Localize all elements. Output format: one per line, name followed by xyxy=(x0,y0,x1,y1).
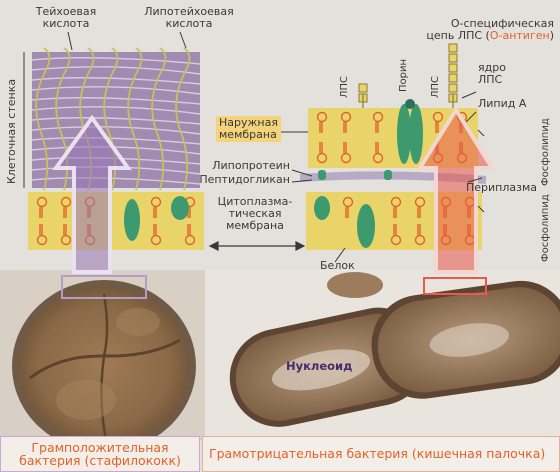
lipid-a-label: Липид А xyxy=(478,98,526,110)
cytoplasmic-membrane-label: Цитоплазма- тическая мембрана xyxy=(208,196,302,232)
staphylococcus-micrograph xyxy=(12,280,196,452)
phospholipid-bottom-label: Фосфолипид xyxy=(540,194,552,262)
teichoic-acid-label: Тейхоевая кислота xyxy=(30,6,102,30)
periplasm-label: Периплазма xyxy=(466,182,537,194)
gram-negative-caption-text: Грамотрицательная бактерия (кишечная пал… xyxy=(209,447,559,460)
gram-negative-caption: Грамотрицательная бактерия (кишечная пал… xyxy=(202,436,560,472)
peptidoglycan-label: Пептидогликан xyxy=(196,174,290,186)
cell-wall-label: Клеточная стенка xyxy=(6,79,18,184)
porin-label: Порин xyxy=(398,59,410,92)
lipoprotein-label: Липопротеин xyxy=(196,160,290,172)
o-antigen-text: О-антиген xyxy=(490,29,550,42)
nucleoid-label: Нуклеоид xyxy=(286,360,352,372)
gram-positive-caption-text: Грамположительная бактерия (стафилококк) xyxy=(1,441,199,467)
outer-membrane-label: Наружная мембрана xyxy=(216,116,281,142)
lps-core-label: ядро ЛПС xyxy=(478,62,506,86)
outer-membrane-text: Наружная мембрана xyxy=(219,117,278,141)
o-chain-close: ) xyxy=(550,29,554,42)
lps-right-label: ЛПС xyxy=(430,76,442,98)
o-chain-label: О-специфическая цепь ЛПС (О-антиген) xyxy=(384,6,554,42)
double-arrow xyxy=(210,242,304,250)
protein-label: Белок xyxy=(320,260,355,272)
gram-positive-caption: Грамположительная бактерия (стафилококк) xyxy=(0,436,200,472)
lipoteichoic-acid-label: Липотейхоевая кислота xyxy=(134,6,244,30)
phospholipid-top-label: Фосфолипид xyxy=(540,118,552,186)
gram-positive-membrane xyxy=(28,192,204,250)
lps-left-label: ЛПС xyxy=(339,76,351,98)
